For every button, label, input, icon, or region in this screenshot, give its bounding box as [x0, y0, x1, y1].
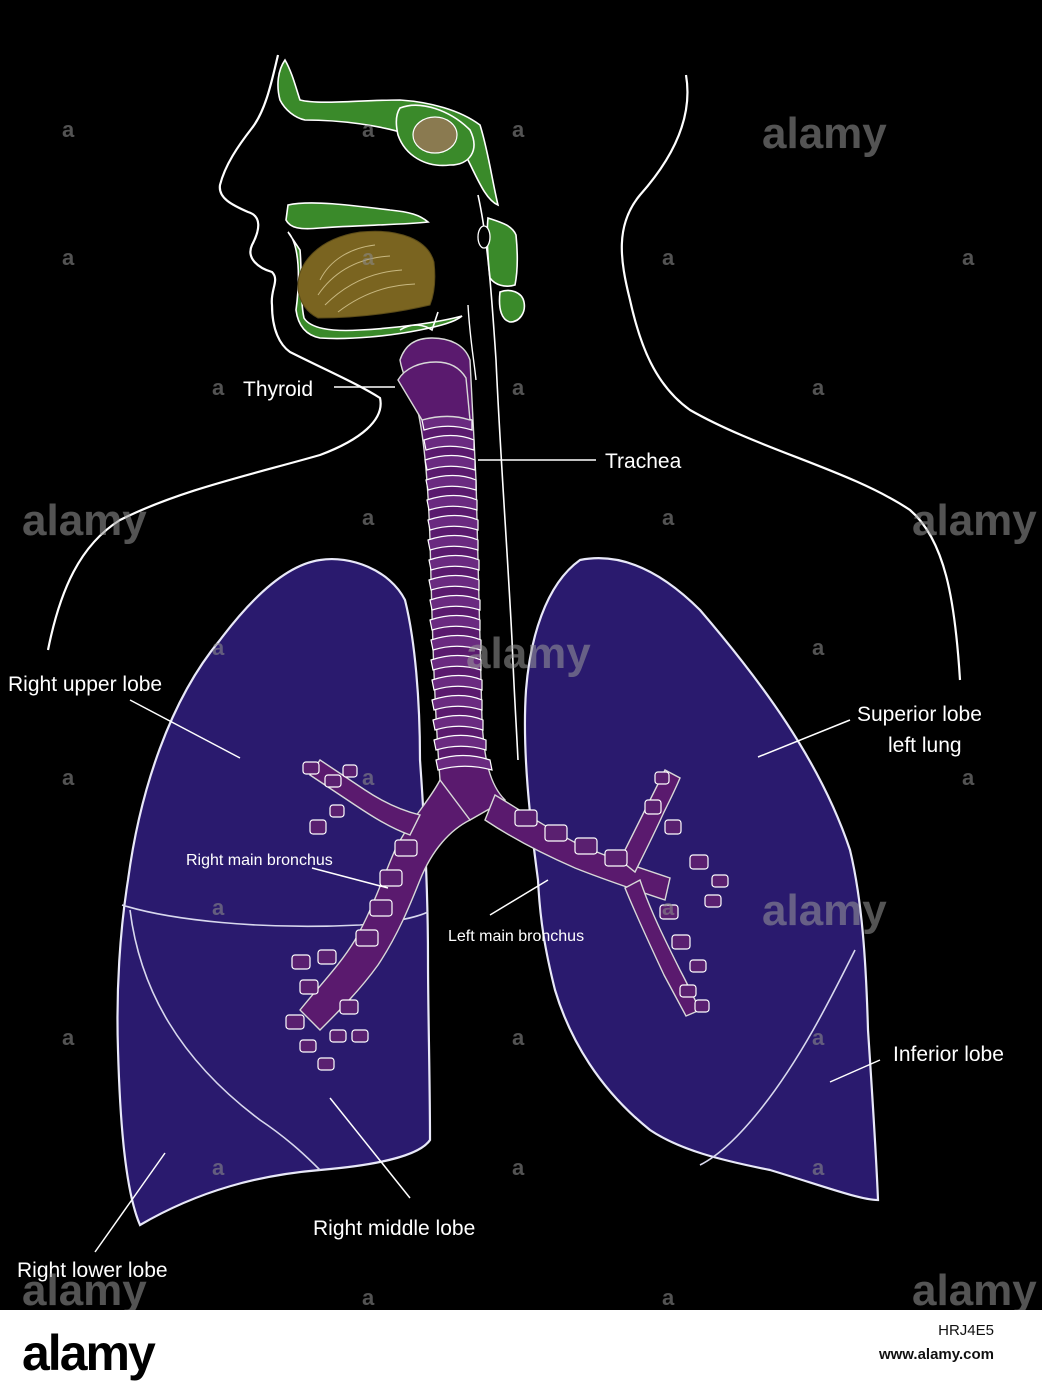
label-thyroid: Thyroid: [243, 378, 313, 401]
cervical-vertebra-1: [486, 216, 519, 287]
site-url: www.alamy.com: [878, 1346, 994, 1363]
alamy-logo: alamy: [22, 1325, 156, 1381]
label-right-lower-lobe: Right lower lobe: [17, 1259, 168, 1282]
watermark-letter: a: [962, 245, 975, 270]
image-id: HRJ4E5: [938, 1322, 994, 1339]
label-inferior-lobe: Inferior lobe: [893, 1043, 1004, 1066]
left-bronchial-cartilage: [514, 771, 729, 1013]
watermark-letter: a: [62, 1025, 75, 1050]
throat-opening: [477, 225, 491, 249]
throat-front-line: [467, 304, 477, 381]
watermark-letter: a: [362, 245, 375, 270]
cervical-vertebra-2: [498, 289, 526, 323]
watermark-letter: a: [362, 765, 375, 790]
watermark-word: alamy: [912, 1266, 1037, 1310]
label-superior-lobe-line2: left lung: [888, 734, 962, 757]
sinus-cavity: [412, 116, 458, 154]
label-left-main-bronchus: Left main bronchus: [448, 928, 584, 945]
watermark-letter: a: [812, 635, 825, 660]
superior-lobe-leader: [757, 719, 851, 758]
watermark-word: alamy: [762, 109, 887, 158]
watermark-letter: a: [812, 375, 825, 400]
larynx: [397, 361, 471, 422]
left-main-bronchus-leader: [489, 879, 549, 916]
tongue-texture: [317, 244, 416, 313]
right-lower-lobe-leader: [94, 1152, 166, 1253]
watermark-letter: a: [362, 117, 375, 142]
left-upper-bronchus-shape: [619, 769, 681, 874]
watermark-letter: a: [362, 505, 375, 530]
epiglottis: [399, 311, 439, 332]
watermark-word: alamy: [22, 1266, 147, 1310]
watermark-letter: a: [212, 375, 225, 400]
right-bronchial-cartilage: [285, 761, 418, 1071]
right-main-bronchus-leader: [311, 867, 389, 889]
stock-footer: alamy HRJ4E5 www.alamy.com: [0, 1310, 1042, 1390]
watermark-letter: a: [362, 1285, 375, 1310]
inferior-lobe-leader: [829, 1059, 881, 1083]
watermark-letter: a: [212, 895, 225, 920]
watermark-letter: a: [812, 1155, 825, 1180]
label-superior-lobe-line1: Superior lobe: [857, 703, 982, 726]
watermark-letter: a: [662, 895, 675, 920]
watermark-letter: a: [512, 117, 525, 142]
watermark-word: alamy: [466, 629, 591, 678]
right-horizontal-fissure: [129, 909, 321, 1171]
watermark-word: alamy: [22, 496, 147, 545]
tongue: [297, 230, 436, 319]
palate-bone: [285, 202, 430, 230]
watermark-letter: a: [512, 375, 525, 400]
watermark-letter: a: [812, 1025, 825, 1050]
watermark-letter: a: [512, 1155, 525, 1180]
label-right-main-bronchus: Right main bronchus: [186, 852, 333, 869]
watermark-letter: a: [962, 765, 975, 790]
label-right-upper-lobe: Right upper lobe: [8, 673, 162, 696]
head-body-outline: [46, 54, 382, 651]
watermark-word: alamy: [762, 886, 887, 935]
watermark-letter: a: [212, 1155, 225, 1180]
watermark-letter: a: [62, 765, 75, 790]
anatomy-figure: Thyroid Trachea Right upper lobe Superio…: [8, 54, 1038, 1315]
neck-back-outline: [620, 74, 962, 681]
watermark-word: alamy: [912, 496, 1037, 545]
right-oblique-fissure: [121, 904, 429, 928]
watermark-letter: a: [212, 635, 225, 660]
label-trachea: Trachea: [605, 450, 682, 473]
right-upper-lobe-leader: [129, 699, 241, 759]
watermark-letter: a: [662, 245, 675, 270]
respiratory-system-diagram: Thyroid Trachea Right upper lobe Superio…: [8, 54, 1037, 1315]
right-middle-lobe-leader: [329, 1097, 411, 1199]
left-lower-bronchus-shape: [624, 878, 701, 1017]
left-oblique-fissure: [699, 949, 856, 1166]
label-right-middle-lobe: Right middle lobe: [313, 1217, 475, 1240]
watermark-letter: a: [662, 1285, 675, 1310]
watermark-letter: a: [512, 1025, 525, 1050]
watermark-letter: a: [62, 117, 75, 142]
watermark-letter: a: [662, 505, 675, 530]
tracheal-rings: [421, 414, 493, 771]
watermark-layer: alamy alamy alamy alamy alamy alamy alam…: [22, 109, 1037, 1315]
jaw-bone: [287, 231, 463, 340]
watermark-letter: a: [62, 245, 75, 270]
